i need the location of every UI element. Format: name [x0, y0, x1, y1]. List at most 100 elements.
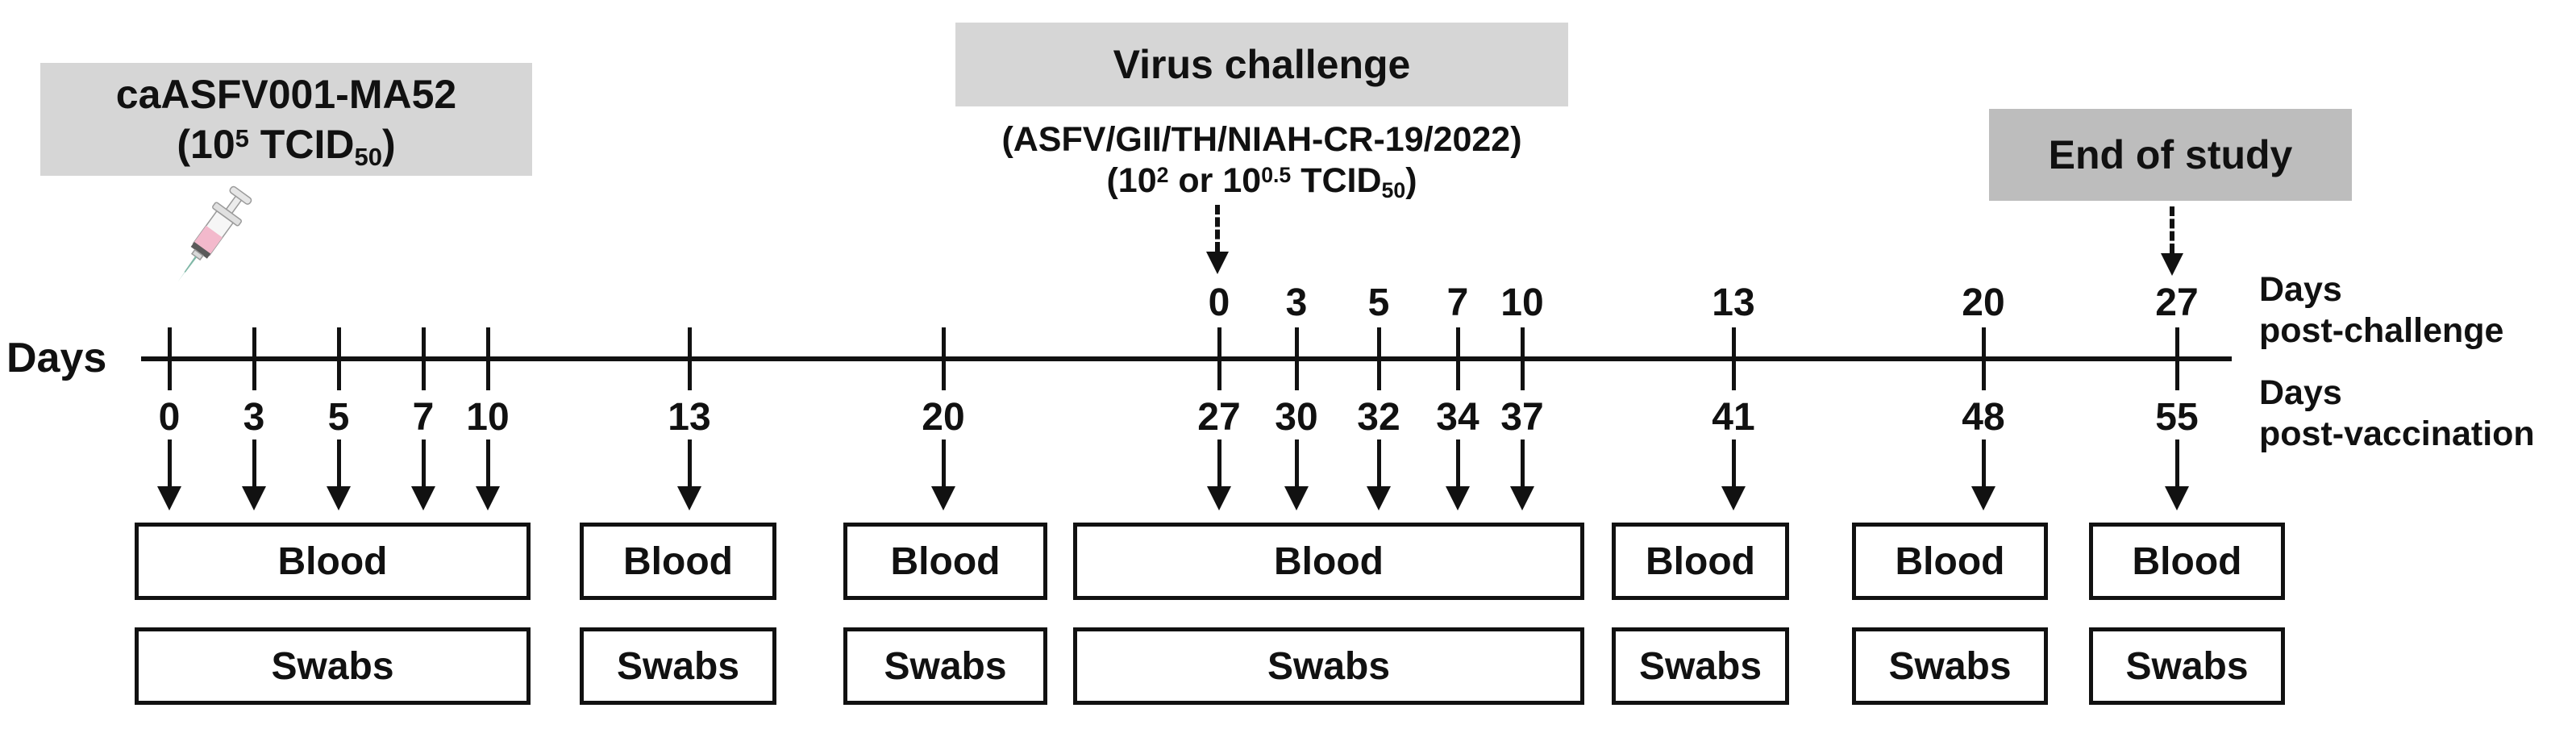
vaccine-banner: caASFV001-MA52 (105 TCID50)	[40, 63, 532, 176]
blood-sample-box: Blood	[1852, 523, 2048, 600]
timeline-tick	[168, 327, 172, 390]
blood-sample-box: Blood	[843, 523, 1047, 600]
sampling-arrow	[1446, 439, 1470, 510]
sampling-arrow-head	[411, 486, 435, 510]
end-of-study-banner: End of study	[1989, 109, 2352, 201]
end-of-study-title: End of study	[2048, 132, 2293, 177]
vaccine-dose: (105 TCID50)	[177, 122, 396, 171]
sampling-arrow-head	[242, 486, 266, 510]
sampling-arrow-stem	[1217, 439, 1221, 486]
sampling-arrow	[1721, 439, 1746, 510]
sampling-arrow-head	[157, 486, 181, 510]
swabs-sample-box: Swabs	[1852, 627, 2048, 705]
sampling-arrow-head	[1367, 486, 1391, 510]
swabs-label: Swabs	[271, 644, 394, 688]
swabs-label: Swabs	[616, 644, 740, 688]
swabs-sample-box: Swabs	[580, 627, 776, 705]
sampling-arrow-head	[1721, 486, 1746, 510]
sampling-arrow-stem	[1294, 439, 1299, 486]
blood-label: Blood	[623, 539, 733, 583]
timeline-tick	[337, 327, 341, 390]
post-vaccination-day-label: 41	[1712, 396, 1755, 439]
blood-sample-box: Blood	[135, 523, 531, 600]
sampling-arrow	[411, 439, 435, 510]
timeline-tick	[1295, 327, 1299, 390]
end-arrow-stem	[2170, 206, 2174, 253]
post-vaccination-day-label: 3	[243, 396, 265, 439]
post-challenge-day-label: 10	[1500, 281, 1544, 324]
challenge-strain-label: (ASFV/GII/TH/NIAH-CR-19/2022)	[1001, 120, 1522, 159]
challenge-arrow-head	[1206, 252, 1229, 274]
timeline-tick	[1521, 327, 1525, 390]
sampling-arrow-stem	[2174, 439, 2179, 486]
sampling-arrow	[1971, 439, 1995, 510]
timeline-tick	[1982, 327, 1986, 390]
sampling-arrow	[157, 439, 181, 510]
swabs-sample-box: Swabs	[843, 627, 1047, 705]
sampling-arrow	[931, 439, 955, 510]
post-vaccination-day-label: 5	[327, 396, 350, 439]
post-vaccination-day-label: 20	[922, 396, 965, 439]
sampling-arrow	[677, 439, 701, 510]
post-vaccination-day-label: 10	[466, 396, 510, 439]
post-vaccination-day-label: 48	[1962, 396, 2005, 439]
post-challenge-day-label: 7	[1446, 281, 1469, 324]
sampling-arrow-stem	[336, 439, 341, 486]
post-challenge-day-label: 27	[2155, 281, 2199, 324]
sampling-arrow	[476, 439, 500, 510]
timeline-tick	[1377, 327, 1381, 390]
sampling-arrow-head	[1971, 486, 1995, 510]
challenge-dashed-arrow	[1205, 205, 1230, 274]
challenge-arrow-stem	[1215, 205, 1220, 252]
swabs-sample-box: Swabs	[2089, 627, 2285, 705]
sampling-arrow-stem	[1520, 439, 1525, 486]
blood-sample-box: Blood	[1073, 523, 1584, 600]
sampling-arrow	[1510, 439, 1534, 510]
sampling-arrow-head	[476, 486, 500, 510]
timeline-tick	[252, 327, 256, 390]
post-vaccination-day-label: 0	[158, 396, 181, 439]
timeline-tick	[2175, 327, 2179, 390]
post-challenge-day-label: 5	[1367, 281, 1390, 324]
post-vaccination-day-label: 55	[2155, 396, 2199, 439]
swabs-label: Swabs	[2125, 644, 2249, 688]
blood-label: Blood	[1274, 539, 1384, 583]
blood-label: Blood	[1895, 539, 2005, 583]
post-vaccination-day-label: 13	[668, 396, 711, 439]
blood-label: Blood	[277, 539, 388, 583]
sampling-arrow-head	[2165, 486, 2189, 510]
post-vaccination-day-label: 32	[1357, 396, 1400, 439]
swabs-label: Swabs	[1888, 644, 2012, 688]
post-vaccination-day-label: 7	[412, 396, 435, 439]
post-challenge-day-label: 13	[1712, 281, 1755, 324]
post-vaccination-day-label: 27	[1197, 396, 1241, 439]
timeline-axis	[141, 356, 2232, 361]
end-of-study-dashed-arrow	[2160, 206, 2184, 276]
sampling-arrow-stem	[687, 439, 692, 486]
swabs-sample-box: Swabs	[135, 627, 531, 705]
sampling-arrow-stem	[1376, 439, 1381, 486]
sampling-arrow-stem	[252, 439, 256, 486]
sampling-arrow	[242, 439, 266, 510]
timeline-tick	[486, 327, 490, 390]
swabs-label: Swabs	[884, 644, 1007, 688]
blood-sample-box: Blood	[2089, 523, 2285, 600]
timeline-tick	[422, 327, 426, 390]
timeline-tick	[1217, 327, 1221, 390]
swabs-sample-box: Swabs	[1073, 627, 1584, 705]
sampling-arrow-stem	[167, 439, 172, 486]
timeline-tick	[942, 327, 946, 390]
swabs-sample-box: Swabs	[1612, 627, 1789, 705]
post-vaccination-day-label: 37	[1500, 396, 1544, 439]
post-challenge-day-label: 20	[1962, 281, 2005, 324]
days-axis-label: Days	[6, 335, 107, 381]
sampling-arrow-stem	[485, 439, 490, 486]
swabs-label: Swabs	[1267, 644, 1391, 688]
sampling-arrow-head	[1284, 486, 1309, 510]
virus-challenge-banner: Virus challenge	[955, 23, 1568, 106]
syringe-icon	[177, 185, 252, 282]
sampling-arrow	[1207, 439, 1231, 510]
sampling-arrow-head	[931, 486, 955, 510]
post-challenge-day-label: 3	[1285, 281, 1308, 324]
